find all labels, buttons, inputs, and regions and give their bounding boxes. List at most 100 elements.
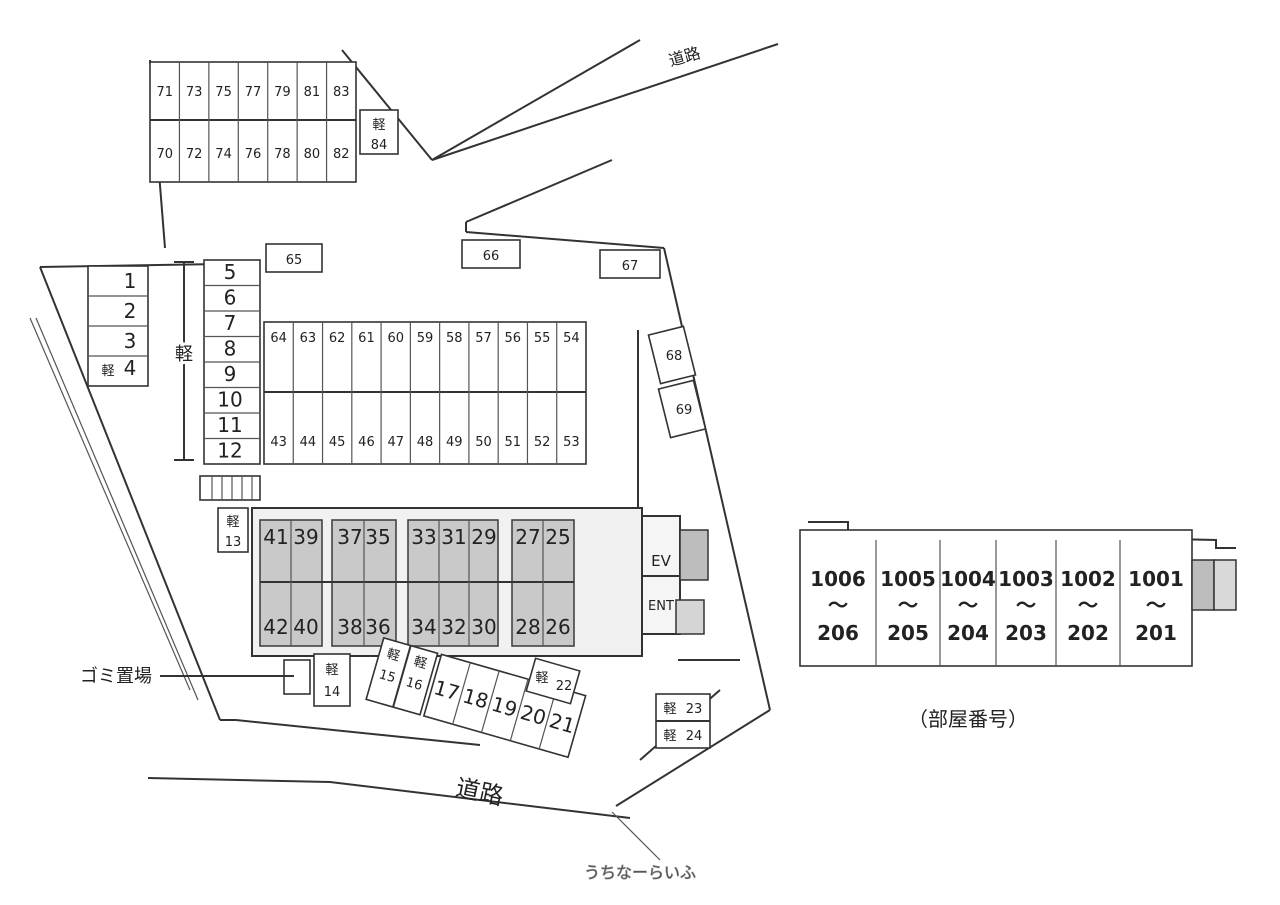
trash-area: ゴミ置場 軽 14	[80, 653, 351, 707]
stall-6: 6	[224, 285, 237, 309]
stall-51: 51	[505, 435, 522, 450]
room-1006-upper: 1006	[810, 567, 866, 591]
stall-80: 80	[304, 147, 321, 162]
stall-9: 9	[224, 362, 237, 386]
road-lines	[29, 39, 779, 861]
room-range-sep: ～	[1016, 593, 1036, 617]
stall-63: 63	[300, 331, 317, 346]
room-range-sep: ～	[1146, 593, 1166, 617]
stall-84: 84	[371, 138, 388, 153]
stall-13: 13	[225, 535, 242, 550]
stall-22: 22	[556, 679, 573, 694]
lot-right-singles: 68 69	[647, 325, 707, 439]
room-range-sep: ～	[828, 593, 848, 617]
kei-mark: 軽	[325, 663, 338, 678]
stall-47: 47	[387, 435, 404, 450]
stall-2: 2	[124, 299, 137, 323]
stall-75: 75	[215, 85, 232, 100]
building-core: EV ENT	[641, 515, 709, 635]
lot-left-stack: 1 2 3 軽 4	[87, 265, 149, 387]
stall-56: 56	[505, 331, 522, 346]
room-1003-upper: 1003	[998, 567, 1054, 591]
stall-62: 62	[329, 331, 346, 346]
ev-label: EV	[651, 552, 671, 570]
stall-60: 60	[387, 331, 404, 346]
stall-7: 7	[224, 311, 237, 335]
stall-73: 73	[186, 85, 203, 100]
stall-44: 44	[300, 435, 317, 450]
room-range-sep: ～	[1078, 593, 1098, 617]
stall-77: 77	[245, 85, 262, 100]
stall-53: 53	[563, 435, 580, 450]
room-caption: （部屋番号）	[908, 707, 1028, 731]
room-202-lower: 202	[1067, 621, 1109, 645]
room-201-lower: 201	[1135, 621, 1177, 645]
stall-71: 71	[156, 85, 173, 100]
kei-mark: 軽	[175, 344, 193, 365]
lot-top-singles: 65 66 67	[265, 239, 661, 279]
stall-30: 30	[471, 615, 496, 639]
ent-label: ENT	[648, 599, 674, 614]
stall-29: 29	[471, 525, 496, 549]
kei-mark: 軽	[535, 671, 548, 686]
stall-4: 4	[124, 356, 137, 380]
stall-26: 26	[545, 615, 570, 639]
stall-25: 25	[545, 525, 570, 549]
stall-68: 68	[666, 349, 683, 364]
stall-11: 11	[217, 413, 242, 437]
stair-hatching	[211, 476, 253, 500]
road-label-top: 道路	[666, 43, 702, 70]
stall-67: 67	[622, 259, 639, 274]
stall-57: 57	[475, 331, 492, 346]
room-range-sep: ～	[898, 593, 918, 617]
stall-52: 52	[534, 435, 551, 450]
stall-36: 36	[365, 615, 390, 639]
stall-54: 54	[563, 331, 580, 346]
stall-59: 59	[417, 331, 434, 346]
stall-74: 74	[215, 147, 232, 162]
stall-70: 70	[156, 147, 173, 162]
watermark-text: うちなーらいふ	[584, 863, 696, 882]
room-205-lower: 205	[887, 621, 929, 645]
stall-34: 34	[411, 615, 436, 639]
stall-45: 45	[329, 435, 346, 450]
stall-55: 55	[534, 331, 551, 346]
kei-mark: 軽	[101, 364, 114, 379]
road-label-bottom: 道路	[453, 773, 506, 810]
stall-1: 1	[124, 269, 137, 293]
kei-mark: 軽	[663, 729, 676, 744]
stall-28: 28	[515, 615, 540, 639]
stall-42: 42	[263, 615, 288, 639]
stall-24: 24	[686, 729, 703, 744]
stall-66: 66	[483, 249, 500, 264]
stall-5: 5	[224, 260, 237, 284]
stall-64: 64	[270, 331, 287, 346]
stall-48: 48	[417, 435, 434, 450]
room-range-sep: ～	[958, 593, 978, 617]
stall-12: 12	[217, 438, 242, 462]
stall-40: 40	[293, 615, 318, 639]
kei-mark: 軽	[385, 647, 402, 665]
kei-mark: 軽	[372, 118, 385, 133]
kei-mark: 軽	[663, 702, 676, 717]
stall-39: 39	[293, 525, 318, 549]
stall-3: 3	[124, 329, 137, 353]
kei-mark: 軽	[226, 515, 239, 530]
stall-8: 8	[224, 336, 237, 360]
room-1002-upper: 1002	[1060, 567, 1116, 591]
stall-23: 23	[686, 702, 703, 717]
stall-69: 69	[676, 403, 693, 418]
room-206-lower: 206	[817, 621, 859, 645]
stall-27: 27	[515, 525, 540, 549]
stall-15: 15	[377, 667, 397, 686]
trash-label: ゴミ置場	[80, 666, 152, 687]
room-1001-upper: 1001	[1128, 567, 1184, 591]
stall-16: 16	[404, 675, 424, 694]
stall-38: 38	[337, 615, 362, 639]
